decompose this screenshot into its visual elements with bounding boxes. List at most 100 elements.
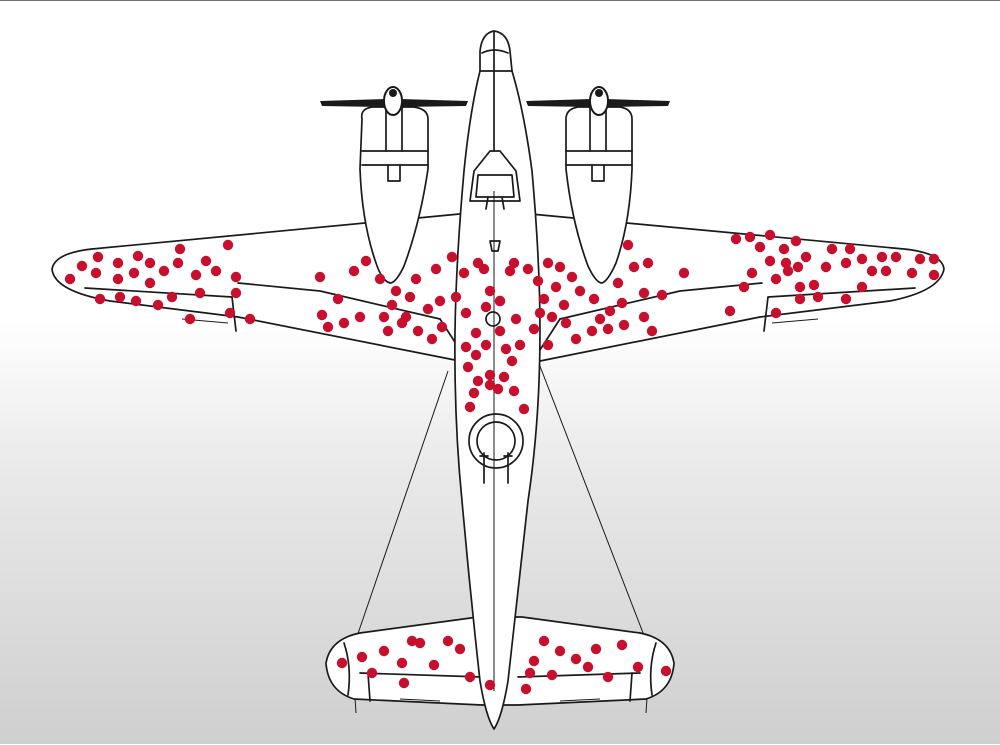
hit-marker [430,263,442,275]
hit-marker [616,297,628,309]
hit-marker [464,401,476,413]
hit-marker [414,637,426,649]
hit-marker [374,273,386,285]
hit-marker [792,261,804,273]
hit-marker [404,291,416,303]
hit-marker [366,667,378,679]
hit-marker [602,323,614,335]
hit-marker [158,265,170,277]
hit-marker [618,319,630,331]
hit-marker [462,361,474,373]
hit-marker [332,293,344,305]
hit-marker [528,655,540,667]
hit-marker [492,383,504,395]
hit-marker [510,313,522,325]
hit-marker [194,287,206,299]
hit-marker [566,271,578,283]
hit-marker [500,343,512,355]
hit-marker [582,661,594,673]
hit-marker [632,661,644,673]
hit-marker [464,671,476,683]
hit-marker [826,243,838,255]
hit-marker [396,657,408,669]
hit-marker [764,255,776,267]
hit-marker [808,279,820,291]
hit-marker [622,239,634,251]
hit-marker [642,257,654,269]
hit-marker [554,261,566,273]
hit-marker [520,683,532,695]
hit-marker [426,333,438,345]
hit-marker [144,257,156,269]
hit-marker [570,653,582,665]
hit-marker [724,305,736,317]
hit-marker [532,275,544,287]
hit-marker [348,265,360,277]
hit-marker [880,265,892,277]
hit-marker [436,321,448,333]
hit-marker [550,281,562,293]
hit-marker [820,261,832,273]
hit-marker [770,273,782,285]
hit-marker [322,321,334,333]
hit-marker [94,293,106,305]
hit-marker [200,255,212,267]
hit-marker [612,277,624,289]
hit-marker [458,267,470,279]
hit-marker [656,289,668,301]
hit-marker [76,260,88,272]
hit-marker [800,251,812,263]
hit-marker [460,307,472,319]
hit-marker [844,243,856,255]
hit-marker [442,635,454,647]
hit-marker [484,679,496,691]
hit-marker [484,369,496,381]
hit-marker [386,299,398,311]
engine-right [565,106,633,284]
hit-marker [410,273,422,285]
hit-marker [638,287,650,299]
hit-marker [398,677,410,689]
hit-marker [338,317,350,329]
hit-marker [316,309,328,321]
hit-marker [498,371,510,383]
hit-marker [588,293,600,305]
hit-marker [378,645,390,657]
hit-marker [840,257,852,269]
hit-marker [90,267,102,279]
hit-marker [522,263,534,275]
hit-marker [508,385,520,397]
hit-marker [780,257,792,269]
hit-marker [390,285,402,297]
hit-marker [224,307,236,319]
hit-marker [480,339,492,351]
hit-marker [434,295,446,307]
hit-marker [616,639,628,651]
bullet-hit-markers [64,229,940,695]
hit-marker [460,341,472,353]
hit-marker [470,327,482,339]
hit-marker [928,269,940,281]
hit-marker [876,251,888,263]
hit-marker [378,311,390,323]
hit-marker [628,261,640,273]
hit-marker [152,299,164,311]
hit-marker [764,229,776,241]
hit-marker [746,267,758,279]
hit-marker [210,265,222,277]
hit-marker [856,253,868,265]
hit-marker [594,313,606,325]
hit-marker [354,311,366,323]
hit-marker [794,281,806,293]
propeller-right [526,86,670,116]
hit-marker [660,665,672,677]
hit-marker [112,257,124,269]
hit-marker [518,403,530,415]
hit-marker [528,323,540,335]
hit-marker [638,311,650,323]
hit-marker [678,267,690,279]
hit-marker [546,311,558,323]
hit-marker [450,291,462,303]
